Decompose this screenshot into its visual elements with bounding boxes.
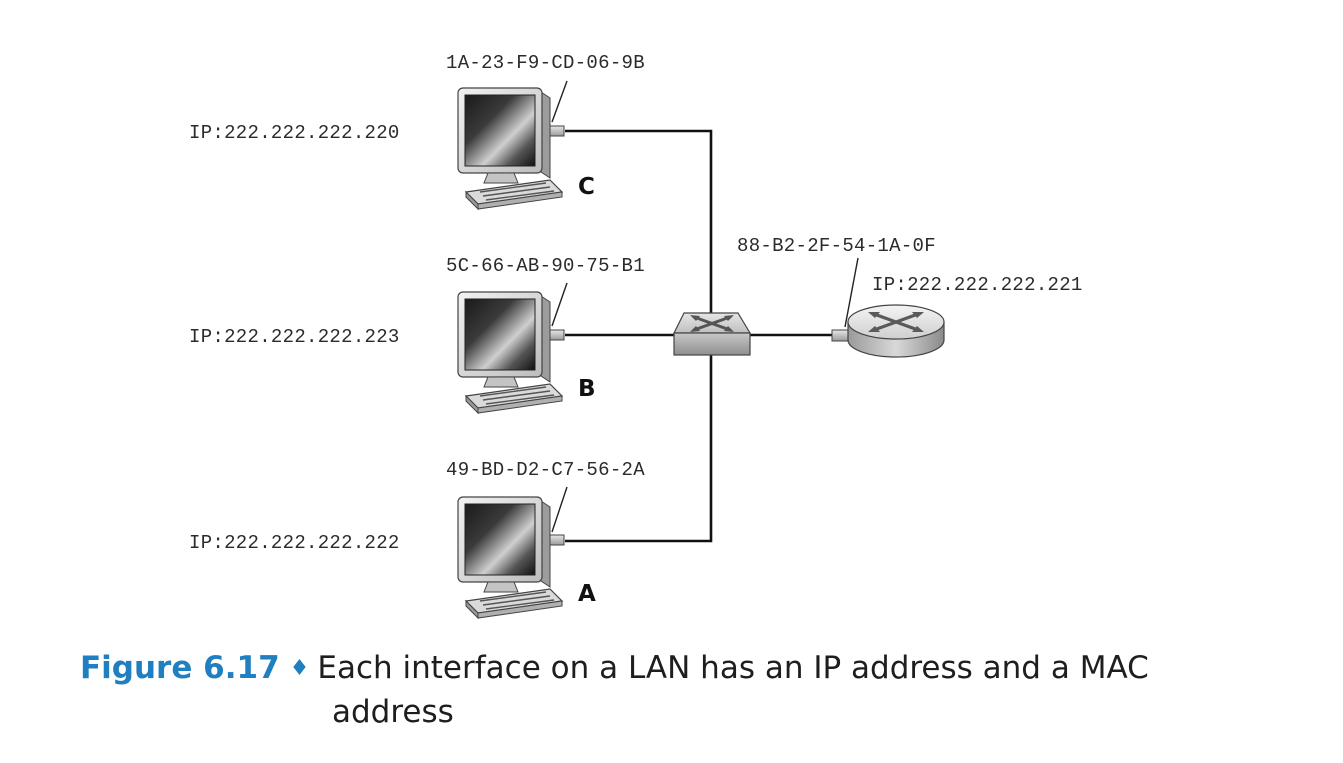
host-label: A	[578, 581, 596, 607]
link-host-a	[565, 352, 713, 543]
links	[565, 129, 832, 543]
link-host-c	[565, 129, 713, 316]
caption-separator: ♦	[289, 656, 310, 681]
host-a: 49-BD-D2-C7-56-2A IP:222.222.222.222 A	[189, 459, 645, 619]
mac-address: 49-BD-D2-C7-56-2A	[446, 459, 645, 481]
ip-address: IP:222.222.222.222	[189, 532, 400, 554]
desktop-computer-icon	[457, 496, 565, 619]
figure-caption: Figure 6.17 ♦ Each interface on a LAN has …	[80, 648, 1260, 732]
desktop-computer-icon	[457, 291, 565, 414]
switch-icon	[673, 312, 752, 356]
mac-leader-line	[551, 486, 568, 533]
router-interface	[831, 329, 849, 342]
host-b: 5C-66-AB-90-75-B1 IP:222.222.222.223 B	[189, 255, 645, 414]
router: 88-B2-2F-54-1A-0F IP:222.222.222.221	[737, 235, 1083, 358]
figure-number: Figure 6.17	[80, 650, 280, 686]
mac-leader-line	[551, 80, 568, 123]
ip-address: IP:222.222.222.220	[189, 122, 400, 144]
ip-address: IP:222.222.222.223	[189, 326, 400, 348]
router-icon	[847, 304, 945, 358]
mac-leader-line	[551, 282, 568, 327]
host-label: B	[578, 376, 596, 402]
mac-address: 88-B2-2F-54-1A-0F	[737, 235, 936, 257]
mac-leader-line	[844, 257, 859, 328]
host-label: C	[578, 174, 595, 200]
mac-address: 1A-23-F9-CD-06-9B	[446, 52, 645, 74]
caption-line-1: Each interface on a LAN has an IP addres…	[317, 650, 1149, 686]
desktop-computer-icon	[457, 87, 565, 210]
ip-address: IP:222.222.222.221	[872, 274, 1083, 296]
host-c: 1A-23-F9-CD-06-9B IP:222.222.222.220 C	[189, 52, 645, 210]
caption-line-2: address	[332, 694, 454, 730]
mac-address: 5C-66-AB-90-75-B1	[446, 255, 645, 277]
